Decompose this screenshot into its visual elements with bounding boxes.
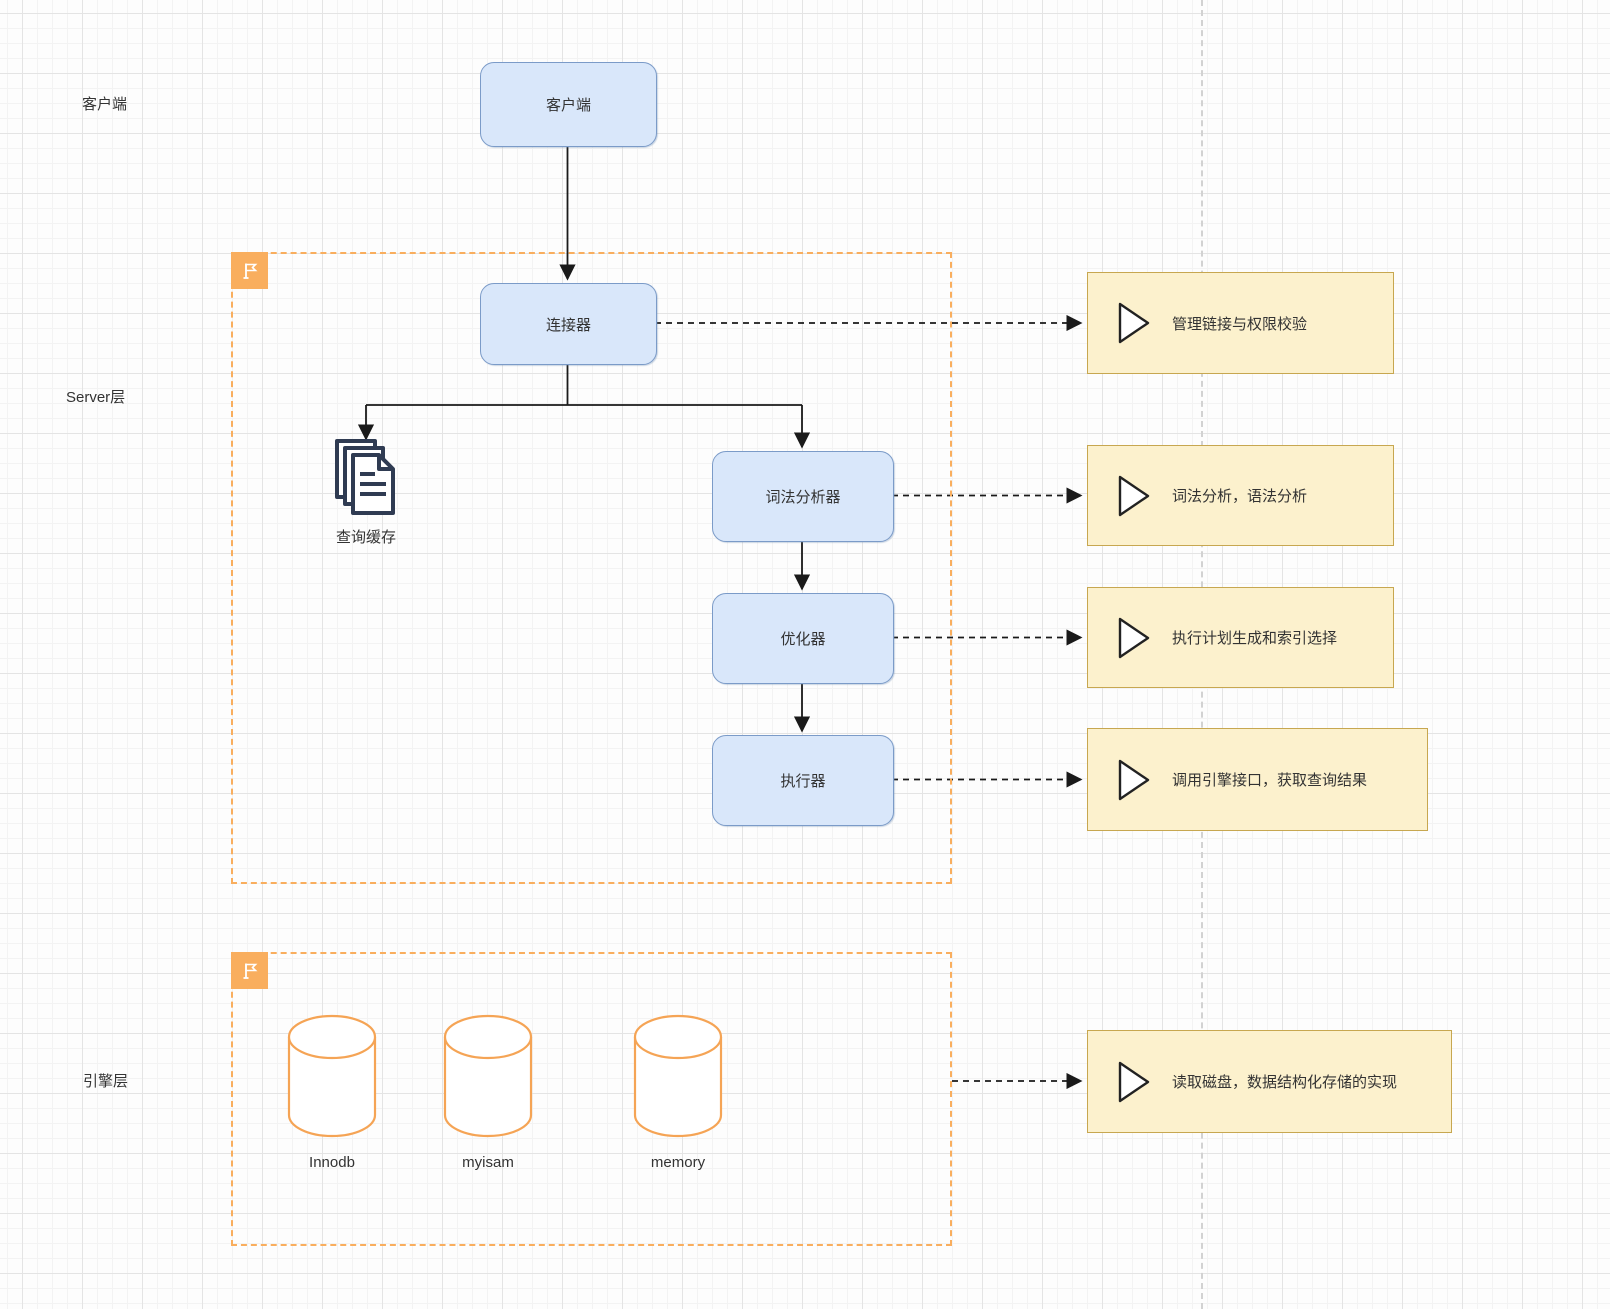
play-triangle-icon [1118,1061,1150,1102]
flag-icon [231,252,268,289]
play-triangle-icon [1118,475,1150,516]
note-label: 调用引擎接口，获取查询结果 [1172,772,1368,789]
node-executor-label: 执行器 [780,773,826,790]
database-cylinder-icon [287,1014,377,1138]
edge-connector-split [366,363,802,406]
node-query-cache-label: 查询缓存 [335,529,396,546]
node-connector[interactable]: 连接器 [480,283,657,365]
note-label: 词法分析，语法分析 [1172,488,1308,505]
node-lexer[interactable]: 词法分析器 [712,451,894,542]
engine-label: memory [650,1154,706,1171]
note-connection-management[interactable]: 管理链接与权限校验 [1087,272,1394,374]
node-query-cache[interactable]: 查询缓存 [306,438,426,547]
note-label: 读取磁盘，数据结构化存储的实现 [1172,1074,1398,1091]
play-triangle-icon [1118,302,1150,344]
layer-label-client[interactable]: 客户端 [82,96,128,113]
note-label: 管理链接与权限校验 [1172,315,1308,333]
play-triangle-icon [1118,759,1150,800]
note-label: 执行计划生成和索引选择 [1172,630,1338,647]
documents-icon [335,439,395,515]
node-client-label: 客户端 [545,97,591,114]
database-cylinder-icon [443,1014,533,1138]
server-layer-container[interactable] [231,252,952,884]
play-triangle-icon [1118,617,1150,658]
note-parsing[interactable]: 词法分析，语法分析 [1087,445,1394,546]
node-optimizer[interactable]: 优化器 [712,593,894,684]
node-connector-label: 连接器 [545,316,591,334]
node-optimizer-label: 优化器 [780,631,826,648]
engine-label: myisam [462,1154,514,1171]
layer-label-server[interactable]: Server层 [66,389,126,406]
engine-myisam[interactable]: myisam [442,1014,534,1171]
node-executor[interactable]: 执行器 [712,735,894,826]
note-disk-storage[interactable]: 读取磁盘，数据结构化存储的实现 [1087,1030,1452,1133]
engine-layer-container[interactable] [231,952,952,1246]
engine-innodb[interactable]: Innodb [286,1014,378,1171]
flag-icon [231,952,268,989]
node-client[interactable]: 客户端 [480,62,657,147]
engine-label: Innodb [309,1154,355,1171]
layer-label-engine[interactable]: 引擎层 [83,1073,129,1090]
note-plan-generation[interactable]: 执行计划生成和索引选择 [1087,587,1394,688]
database-cylinder-icon [633,1014,723,1138]
node-lexer-label: 词法分析器 [765,489,841,506]
engine-memory[interactable]: memory [632,1014,724,1171]
note-engine-interface[interactable]: 调用引擎接口，获取查询结果 [1087,728,1428,831]
